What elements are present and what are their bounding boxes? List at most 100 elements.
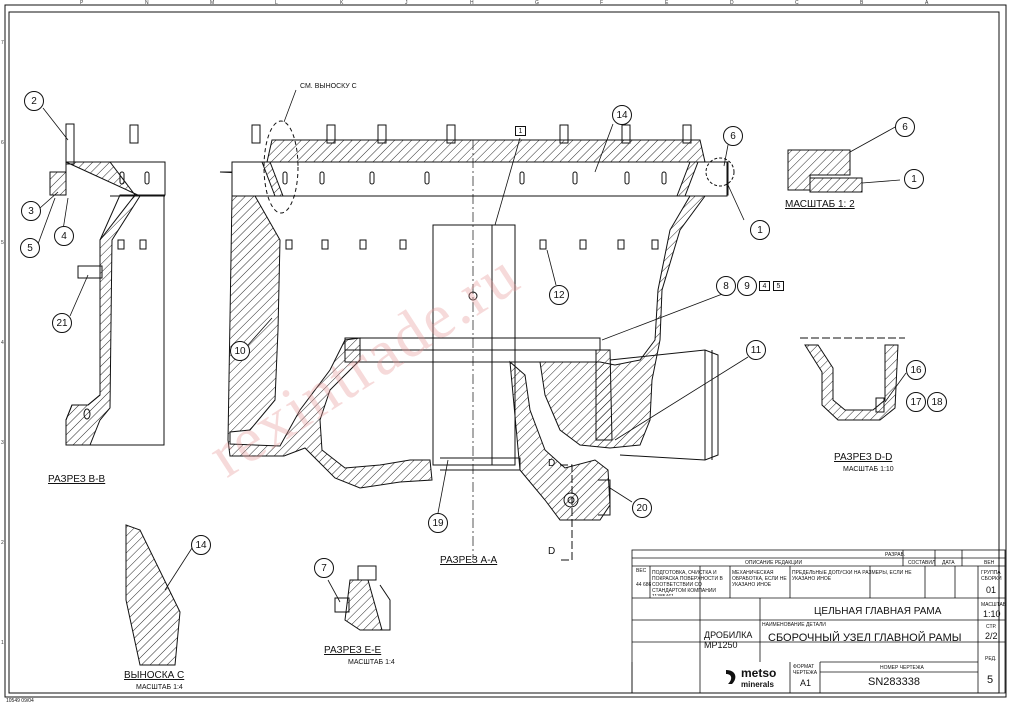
balloon-5: 5 (20, 238, 40, 258)
zone-letter: A (925, 0, 929, 6)
balloon-4: 4 (54, 226, 74, 246)
group-value: 01 (986, 585, 997, 595)
note-box-5: 5 (773, 281, 784, 291)
balloon-17: 17 (906, 392, 926, 412)
top-lugs (251, 124, 692, 144)
zone-letter: B (860, 0, 864, 6)
balloon-6: 6 (895, 117, 915, 137)
revision-no: 5 (987, 674, 994, 686)
revision-no-label: РЕД. (985, 656, 997, 662)
section-e-e-drawing (334, 565, 391, 631)
zone-letter: E (665, 0, 669, 6)
balloon-7: 7 (314, 558, 334, 578)
balloon-16: 16 (906, 360, 926, 380)
balloon-18: 18 (927, 392, 947, 412)
detail-c-label: ВЫНОСКА С (124, 670, 185, 681)
detail-scale-label: МАСШТАБ 1: 2 (785, 199, 855, 210)
balloon-11: 11 (746, 340, 766, 360)
drawing-number-label: НОМЕР ЧЕРТЕЖА (880, 665, 924, 671)
tolerance-note: ПРЕДЕЛЬНЫЕ ДОПУСКИ НА РАЗМЕРЫ, ЕСЛИ НЕ У… (792, 570, 912, 582)
metso-logo: metso minerals (724, 664, 788, 692)
balloon-19: 19 (428, 513, 448, 533)
format-value: A1 (800, 678, 812, 688)
cut-d-top: D (548, 458, 556, 469)
title-block-grid (631, 549, 1006, 694)
rev-label: ВЕН (984, 560, 995, 566)
outer-frame (4, 4, 1007, 698)
logo-text-metso: metso (741, 666, 777, 680)
section-e-e-scale: МАСШТАБ 1:4 (348, 659, 395, 666)
balloon-8: 8 (716, 276, 736, 296)
detail-1-2-drawing (787, 149, 863, 193)
changed-label: РАЗРАБ. (885, 552, 906, 558)
zone-number: 6 (1, 140, 4, 146)
zone-letter: N (145, 0, 149, 6)
slot-holes (282, 171, 667, 185)
title-line-2: СБОРОЧНЫЙ УЗЕЛ ГЛАВНОЙ РАМЫ (768, 632, 962, 644)
zone-letter: G (535, 0, 539, 6)
leader-lines (37, 89, 907, 603)
zone-number: 2 (1, 540, 4, 546)
logo-text-minerals: minerals (741, 680, 774, 689)
sheet-label: СТР. (986, 624, 997, 630)
weight-label: ВЕС (636, 568, 647, 574)
section-e-e-label: РАЗРЕЗ Е-Е (324, 645, 382, 656)
see-detail-note: СМ. ВЫНОСКУ С (300, 83, 357, 90)
cut-d-bottom: D (548, 546, 556, 557)
balloon-9: 9 (737, 276, 757, 296)
part-name-label: НАИМЕНОВАНИЕ ДЕТАЛИ (762, 622, 826, 628)
sheet-value: 2/2 (985, 631, 998, 641)
title-line-1: ЦЕЛЬНАЯ ГЛАВНАЯ РАМА (814, 606, 942, 617)
zone-number: 3 (1, 440, 4, 446)
balloon-10: 10 (230, 341, 250, 361)
section-d-d-scale: МАСШТАБ 1:10 (843, 466, 894, 473)
zone-letter: D (730, 0, 734, 6)
format-label: ФОРМАТ ЧЕРТЕЖА (793, 664, 818, 676)
balloon-6: 6 (723, 126, 743, 146)
group-label: ГРУППА СБОРКИ (981, 570, 1002, 582)
detail-c-scale: МАСШТАБ 1:4 (136, 684, 183, 691)
scale-label: МАСШТАБ (981, 602, 1007, 608)
description-label: ОПИСАНИЕ РЕДАКЦИИ (745, 560, 803, 566)
author-label: СОСТАВИЛ (908, 560, 936, 566)
balloon-14: 14 (612, 105, 632, 125)
balloon-14: 14 (191, 535, 211, 555)
note-box-1: 1 (515, 126, 526, 136)
zone-number: 5 (1, 240, 4, 246)
surface-prep-note: ПОДГОТОВКА, ОЧИСТКА И ПОКРАСКА ПОВЕРХНОС… (652, 570, 723, 596)
section-a-a-drawing (219, 120, 735, 561)
balloon-3: 3 (21, 201, 41, 221)
note-box-4: 4 (759, 281, 770, 291)
balloon-2: 2 (24, 91, 44, 111)
zone-letter: P (80, 0, 84, 6)
detail-c-drawing (125, 524, 181, 666)
section-b-b-label: РАЗРЕЗ В-В (48, 474, 106, 485)
sheet-stamp: 10549 09/04 (6, 698, 34, 704)
zone-letter: K (340, 0, 344, 6)
section-d-d-drawing (800, 337, 905, 421)
scale-value: 1:10 (983, 609, 1001, 619)
balloon-20: 20 (632, 498, 652, 518)
date-label: ДАТА (942, 560, 955, 566)
weight-value: 44 686 (636, 582, 652, 588)
metso-logo-mark (726, 670, 736, 684)
section-d-d-label: РАЗРЕЗ D-D (834, 452, 893, 463)
balloon-21: 21 (52, 313, 72, 333)
zone-letter: L (275, 0, 278, 6)
zone-number: 4 (1, 340, 4, 346)
section-a-a-label: РАЗРЕЗ А-А (440, 555, 498, 566)
inner-frame (8, 11, 1000, 694)
zone-letter: C (795, 0, 799, 6)
balloon-1: 1 (750, 220, 770, 240)
balloon-12: 12 (549, 285, 569, 305)
drawing-number: SN283338 (868, 676, 920, 688)
zone-letter: H (470, 0, 474, 6)
section-b-b-drawing (49, 123, 166, 446)
balloon-1: 1 (904, 169, 924, 189)
zone-number: 7 (1, 40, 4, 46)
zone-number: 1 (1, 640, 4, 646)
zone-letter: F (600, 0, 604, 6)
square-cutouts (285, 239, 659, 250)
